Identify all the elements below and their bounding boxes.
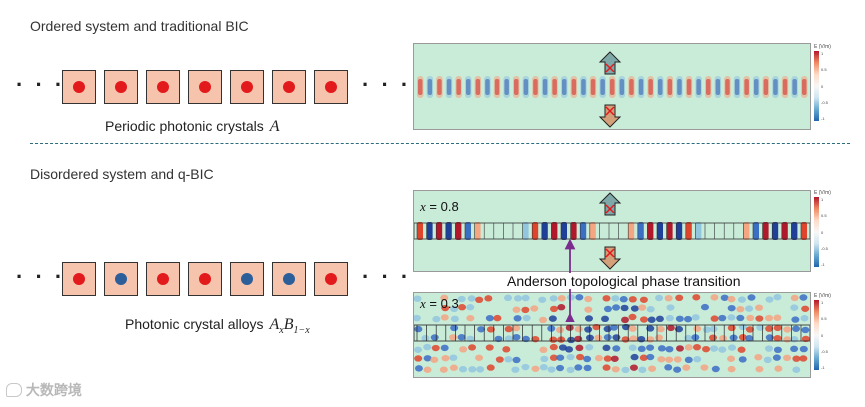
alloy-cell — [272, 262, 306, 296]
colorbar-tick: -1 — [821, 116, 825, 121]
x-label-03: x = 0.3 — [420, 296, 459, 311]
field-panel-x03 — [413, 292, 811, 378]
blue-rod — [283, 273, 295, 285]
field-panel-x08 — [413, 190, 811, 272]
colorbar-tick: -0.5 — [821, 348, 828, 354]
colorbar-tick: -1 — [821, 262, 825, 267]
red-rod — [241, 81, 253, 93]
alloy-crystal-row — [62, 262, 348, 296]
colorbar-tick: 0.5 — [821, 316, 827, 322]
blue-rod — [115, 273, 127, 285]
red-rod — [73, 81, 85, 93]
blue-rod — [241, 273, 253, 285]
colorbar-tick: -1 — [821, 365, 825, 370]
alloy-cell — [146, 262, 180, 296]
red-rod — [199, 81, 211, 93]
field-pattern-ordered — [417, 76, 808, 98]
ellipsis-right-top: · · · — [362, 72, 412, 97]
colorbar-gradient — [814, 300, 819, 370]
red-rod — [73, 273, 85, 285]
colorbar-label: E (V/m) — [814, 190, 831, 196]
periodic-caption-math: A — [269, 118, 280, 135]
periodic-caption: Periodic photonic crystals A — [105, 118, 280, 136]
section-divider — [30, 143, 850, 144]
periodic-cell — [188, 70, 222, 104]
ellipsis-left-bottom: · · · — [16, 264, 66, 289]
alloy-cell — [62, 262, 96, 296]
colorbar-gradient — [814, 51, 819, 121]
radiation-arrows-icon — [598, 51, 622, 128]
periodic-cell — [230, 70, 264, 104]
colorbar-label: E (V/m) — [814, 44, 831, 50]
alloy-cell — [188, 262, 222, 296]
red-rod — [199, 273, 211, 285]
periodic-cell — [104, 70, 138, 104]
colorbar-tick: 0 — [821, 83, 824, 89]
field-pattern-x08 — [414, 222, 810, 240]
alloy-cell — [104, 262, 138, 296]
colorbar-tick: 1 — [821, 51, 824, 56]
colorbar-tick: 0.5 — [821, 67, 827, 73]
colorbar-1: E (V/m)1 0.5 0 -0.5 -1 — [814, 44, 831, 121]
red-rod — [157, 81, 169, 93]
colorbar-2: E (V/m)1 0.5 0 -0.5 -1 — [814, 190, 831, 267]
x-label-08: x = 0.8 — [420, 199, 459, 214]
red-rod — [115, 81, 127, 93]
colorbar-tick: -0.5 — [821, 245, 828, 251]
ordered-section-title: Ordered system and traditional BIC — [30, 18, 249, 34]
colorbar-label: E (V/m) — [814, 293, 831, 299]
colorbar-tick: 1 — [821, 197, 824, 202]
red-rod — [325, 273, 337, 285]
colorbar-tick: 0 — [821, 332, 824, 338]
periodic-cell — [272, 70, 306, 104]
colorbar-tick: -0.5 — [821, 99, 828, 105]
periodic-cell — [146, 70, 180, 104]
periodic-cell — [314, 70, 348, 104]
watermark-text: 大数跨境 — [25, 382, 82, 398]
alloy-cell — [230, 262, 264, 296]
periodic-caption-text: Periodic photonic crystals — [105, 118, 264, 134]
watermark-logo: 大数跨境 — [6, 380, 82, 400]
field-pattern-x03 — [414, 293, 810, 374]
colorbar-3: E (V/m)1 0.5 0 -0.5 -1 — [814, 293, 831, 370]
periodic-crystal-row — [62, 70, 348, 104]
disordered-section-title: Disordered system and q-BIC — [30, 166, 214, 182]
alloy-caption-text: Photonic crystal alloys — [125, 316, 264, 332]
colorbar-tick: 1 — [821, 300, 824, 305]
watermark-icon — [6, 383, 22, 397]
red-rod — [325, 81, 337, 93]
red-rod — [283, 81, 295, 93]
ellipsis-right-bottom: · · · — [362, 264, 412, 289]
periodic-cell — [62, 70, 96, 104]
colorbar-tick: 0.5 — [821, 213, 827, 219]
alloy-caption: Photonic crystal alloys AxB1−x — [125, 316, 310, 336]
red-rod — [157, 273, 169, 285]
alloy-caption-math: AxB1−x — [269, 316, 310, 337]
colorbar-gradient — [814, 197, 819, 267]
radiation-arrows-icon — [598, 192, 622, 270]
ellipsis-left-top: · · · — [16, 72, 66, 97]
colorbar-tick: 0 — [821, 229, 824, 235]
field-panel-ordered — [413, 43, 811, 130]
alloy-cell — [314, 262, 348, 296]
transition-label: Anderson topological phase transition — [505, 273, 743, 289]
